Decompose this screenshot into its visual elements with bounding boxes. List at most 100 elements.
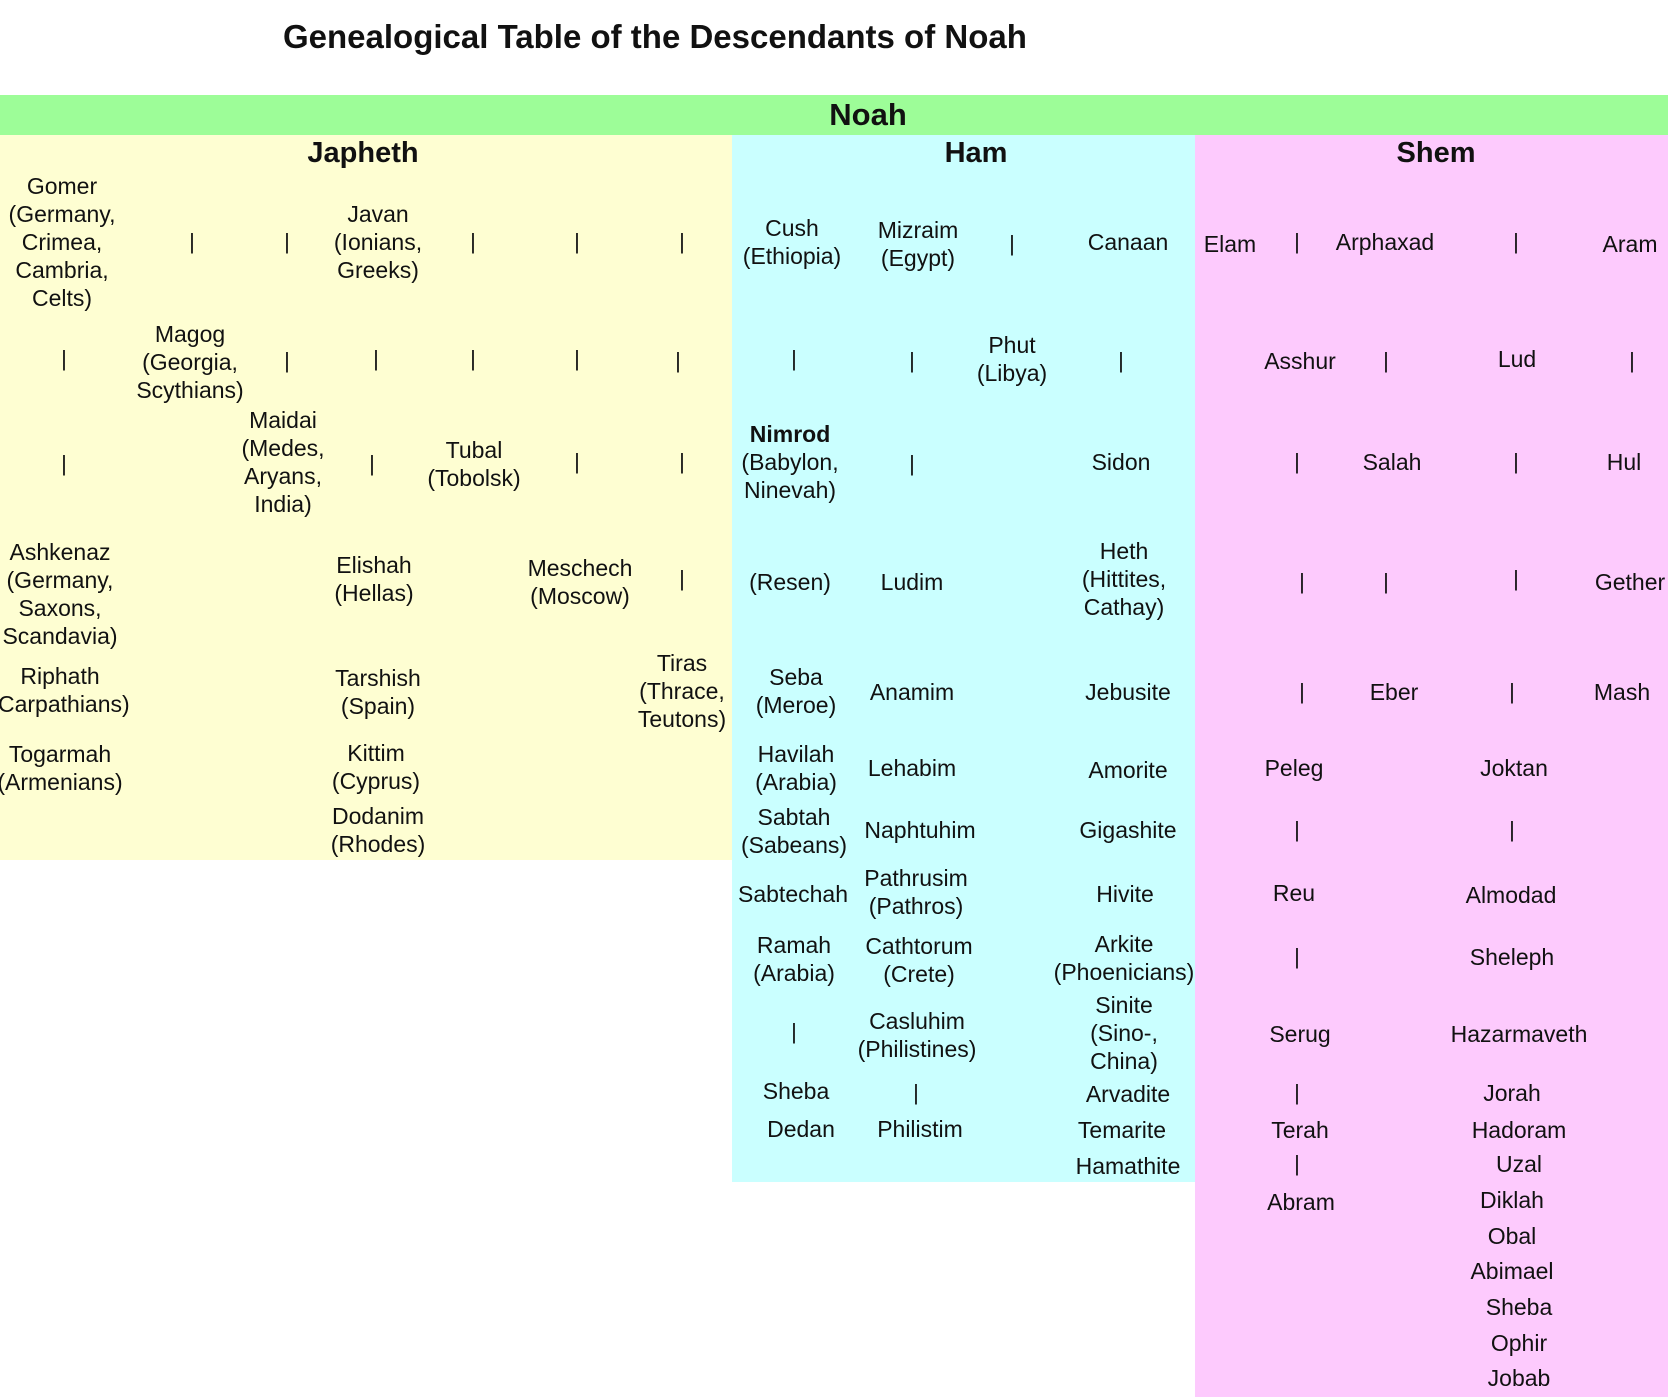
node-serug: Serug — [1269, 1021, 1331, 1047]
connector-bar: | — [369, 451, 375, 476]
node-salah: Salah — [1362, 449, 1422, 475]
node-casluhim: Casluhim(Philistines) — [857, 1008, 977, 1062]
node-aram: Aram — [1602, 231, 1658, 257]
connector-bar: | — [189, 229, 195, 254]
node-tarshish: Tarshish(Spain) — [335, 665, 421, 719]
node-almodad: Almodad — [1465, 882, 1557, 908]
node-jebusite: Jebusite — [1085, 679, 1171, 705]
node-sabtechah: Sabtechah — [738, 881, 848, 907]
node-terah: Terah — [1271, 1117, 1329, 1143]
node-hul: Hul — [1606, 449, 1642, 475]
connector-bar: | — [1509, 817, 1515, 842]
connector-bar: | — [1294, 229, 1300, 254]
node-peleg: Peleg — [1264, 755, 1324, 781]
node-elishah: Elishah(Hellas) — [334, 552, 414, 606]
node-joktan: Joktan — [1480, 755, 1548, 781]
node-mizraim: Mizraim(Egypt) — [877, 217, 959, 271]
node-resen: (Resen) — [749, 569, 831, 595]
connector-bar: | — [1294, 944, 1300, 969]
node-anamim: Anamim — [869, 679, 955, 705]
connector-bar: | — [1513, 449, 1519, 474]
node-nimrod: Nimrod(Babylon,Ninevah) — [741, 421, 839, 503]
node-javan: Javan(Ionians,Greeks) — [333, 201, 423, 283]
node-ramah: Ramah(Arabia) — [753, 932, 835, 986]
node-gether: Gether — [1594, 569, 1666, 595]
node-ashkenaz: Ashkenaz(Germany,Saxons,Scandavia) — [2, 539, 118, 649]
node-jobab: Jobab — [1487, 1365, 1551, 1391]
connector-bar: | — [679, 566, 685, 591]
node-mash: Mash — [1593, 679, 1651, 705]
node-dedan: Dedan — [767, 1116, 835, 1142]
node-cush: Cush(Ethiopia) — [742, 215, 842, 269]
connector-bar: | — [679, 449, 685, 474]
node-amorite: Amorite — [1088, 757, 1168, 783]
connector-bar: | — [675, 348, 681, 373]
japheth-region — [0, 135, 732, 860]
node-hivite: Hivite — [1096, 881, 1154, 907]
connector-bar: | — [909, 348, 915, 373]
connector-bar: | — [574, 346, 580, 371]
node-lud: Lud — [1497, 346, 1537, 372]
connector-bar: | — [1294, 1151, 1300, 1176]
node-sheba-shem: Sheba — [1485, 1294, 1553, 1320]
connector-bar: | — [61, 451, 67, 476]
node-ludim: Ludim — [880, 569, 944, 595]
node-cathtorum: Cathtorum(Crete) — [865, 933, 973, 987]
node-naphtuhim: Naphtuhim — [864, 817, 976, 843]
node-phut: Phut(Libya) — [976, 332, 1048, 386]
node-temarite: Temarite — [1077, 1117, 1167, 1143]
connector-bar: | — [1118, 348, 1124, 373]
node-havilah: Havilah(Arabia) — [755, 741, 837, 795]
connector-bar: | — [1299, 679, 1305, 704]
node-pathrusim: Pathrusim(Pathros) — [864, 865, 968, 919]
node-tubal: Tubal(Tobolsk) — [427, 437, 521, 491]
noah-band — [0, 95, 1668, 135]
node-ophir: Ophir — [1490, 1330, 1548, 1356]
node-diklah: Diklah — [1480, 1187, 1544, 1213]
node-uzal: Uzal — [1495, 1151, 1543, 1177]
node-kittim: Kittim(Cyprus) — [331, 740, 421, 794]
connector-bar: | — [1009, 231, 1015, 256]
node-sinite: Sinite(Sino-,China) — [1090, 992, 1158, 1074]
node-abimael: Abimael — [1470, 1258, 1554, 1284]
root-noah: Noah — [829, 97, 907, 132]
connector-bar: | — [1513, 229, 1519, 254]
connector-bar: | — [1299, 569, 1305, 594]
node-hamathite: Hamathite — [1075, 1153, 1181, 1179]
node-dodanim: Dodanim(Rhodes) — [330, 803, 426, 857]
connector-bar: | — [373, 346, 379, 371]
connector-bar: | — [574, 229, 580, 254]
connector-bar: | — [574, 449, 580, 474]
connector-bar: | — [1509, 679, 1515, 704]
node-arvadite: Arvadite — [1085, 1081, 1171, 1107]
connector-bar: | — [909, 451, 915, 476]
connector-bar: | — [1629, 348, 1635, 373]
connector-bar: | — [470, 346, 476, 371]
node-seba: Seba(Meroe) — [755, 664, 837, 718]
node-asshur: Asshur — [1264, 348, 1336, 374]
node-arkite: Arkite(Phoenicians) — [1053, 931, 1195, 985]
connector-bar: | — [679, 229, 685, 254]
node-canaan: Canaan — [1087, 229, 1169, 255]
connector-bar: | — [1513, 566, 1519, 591]
node-magog: Magog(Georgia,Scythians) — [136, 321, 244, 403]
header-shem: Shem — [1396, 137, 1476, 169]
shem-region — [1195, 135, 1668, 1397]
page-title: Genealogical Table of the Descendants of… — [283, 18, 1027, 55]
connector-bar: | — [284, 229, 290, 254]
node-sabtah: Sabtah(Sabeans) — [740, 804, 848, 858]
connector-bar: | — [1294, 817, 1300, 842]
connector-bar: | — [913, 1080, 919, 1105]
node-gigashite: Gigashite — [1079, 817, 1177, 843]
ham-region — [732, 135, 1195, 1182]
node-togarmah: Togarmah(Armenians) — [0, 741, 123, 795]
node-elam: Elam — [1203, 231, 1257, 257]
node-obal: Obal — [1487, 1223, 1537, 1249]
node-sheba: Sheba — [762, 1078, 830, 1104]
node-eber: Eber — [1369, 679, 1419, 705]
connector-bar: | — [1383, 348, 1389, 373]
node-jorah: Jorah — [1483, 1080, 1541, 1106]
header-japheth: Japheth — [307, 137, 419, 169]
node-reu: Reu — [1272, 880, 1316, 906]
connector-bar: | — [1294, 449, 1300, 474]
